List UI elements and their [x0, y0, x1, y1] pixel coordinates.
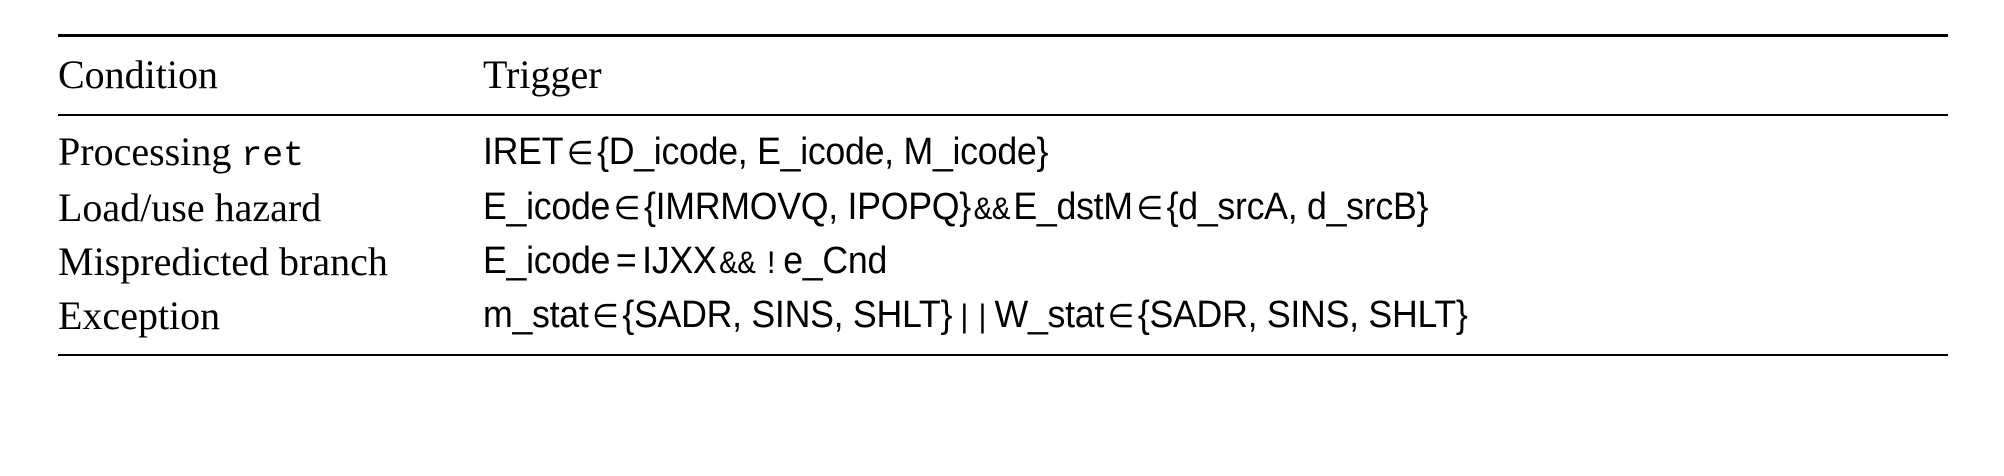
trigger-cell: E_icode=IJXX&&!e_Cnd — [483, 235, 1860, 289]
trigger-rhs2: {SADR, SINS, SHLT} — [1137, 294, 1468, 337]
table-row: Load/use hazard E_icode∈{IMRMOVQ, IPOPQ}… — [58, 181, 1948, 235]
condition-cell: Processing ret — [58, 116, 483, 181]
condition-cell: Exception — [58, 289, 483, 354]
trigger-cell: E_icode∈{IMRMOVQ, IPOPQ}&&E_dstM∈{d_srcA… — [483, 181, 1860, 235]
element-of-icon: ∈ — [1107, 297, 1135, 336]
table-row: Exception m_stat∈{SADR, SINS, SHLT}||W_s… — [58, 289, 1948, 354]
table-foot — [58, 353, 1948, 357]
column-header-trigger: Trigger — [483, 52, 602, 97]
table-row: Mispredicted branch E_icode=IJXX&&!e_Cnd — [58, 235, 1948, 289]
trigger-cell: IRET∈{D_icode, E_icode, M_icode} — [483, 116, 1860, 181]
trigger-rhs2: {d_srcA, d_srcB} — [1166, 185, 1429, 228]
equals-icon: = — [615, 240, 637, 283]
pipeline-control-conditions-table: Condition Trigger Processing ret IRET∈{D… — [58, 34, 1948, 357]
trigger-lhs2: W_stat — [994, 294, 1105, 337]
trigger-lhs: IRET — [483, 131, 564, 174]
element-of-icon: ∈ — [566, 134, 594, 173]
logical-not-operator: ! — [761, 246, 781, 284]
trigger-cell: m_stat∈{SADR, SINS, SHLT}||W_stat∈{SADR,… — [483, 289, 1860, 354]
condition-text: Processing — [58, 129, 242, 174]
element-of-icon: ∈ — [592, 297, 619, 336]
trigger-lhs2: E_dstM — [1013, 185, 1133, 228]
element-of-icon: ∈ — [613, 188, 641, 227]
logical-or-operator: || — [955, 300, 992, 338]
element-of-icon: ∈ — [1136, 188, 1163, 227]
trigger-lhs: E_icode — [483, 240, 611, 283]
condition-text: Exception — [58, 293, 221, 339]
condition-code: ret — [241, 137, 304, 176]
rule-top — [58, 34, 1948, 38]
condition-text: Mispredicted branch — [58, 239, 388, 285]
table-row: Processing ret IRET∈{D_icode, E_icode, M… — [58, 116, 1948, 181]
logical-and-operator: && — [973, 191, 1011, 229]
trigger-lhs2: e_Cnd — [783, 240, 888, 283]
header-row: Condition Trigger — [58, 37, 1948, 115]
logical-and-operator: && — [719, 246, 757, 284]
table-container: Condition Trigger Processing ret IRET∈{D… — [58, 34, 1948, 357]
condition-text: Load/use hazard — [58, 185, 322, 231]
trigger-lhs: m_stat — [483, 294, 589, 337]
trigger-lhs: E_icode — [483, 185, 611, 228]
table-head: Condition Trigger — [58, 34, 1948, 117]
column-header-condition: Condition — [58, 52, 219, 97]
trigger-rhs: {IMRMOVQ, IPOPQ} — [643, 185, 971, 228]
rule-bottom — [58, 353, 1948, 357]
trigger-rhs: IJXX — [642, 240, 717, 283]
condition-cell: Load/use hazard — [58, 181, 483, 235]
trigger-rhs: {D_icode, E_icode, M_icode} — [597, 131, 1049, 174]
table-body: Processing ret IRET∈{D_icode, E_icode, M… — [58, 116, 1948, 355]
condition-cell: Mispredicted branch — [58, 235, 483, 289]
trigger-rhs: {SADR, SINS, SHLT} — [622, 294, 953, 337]
